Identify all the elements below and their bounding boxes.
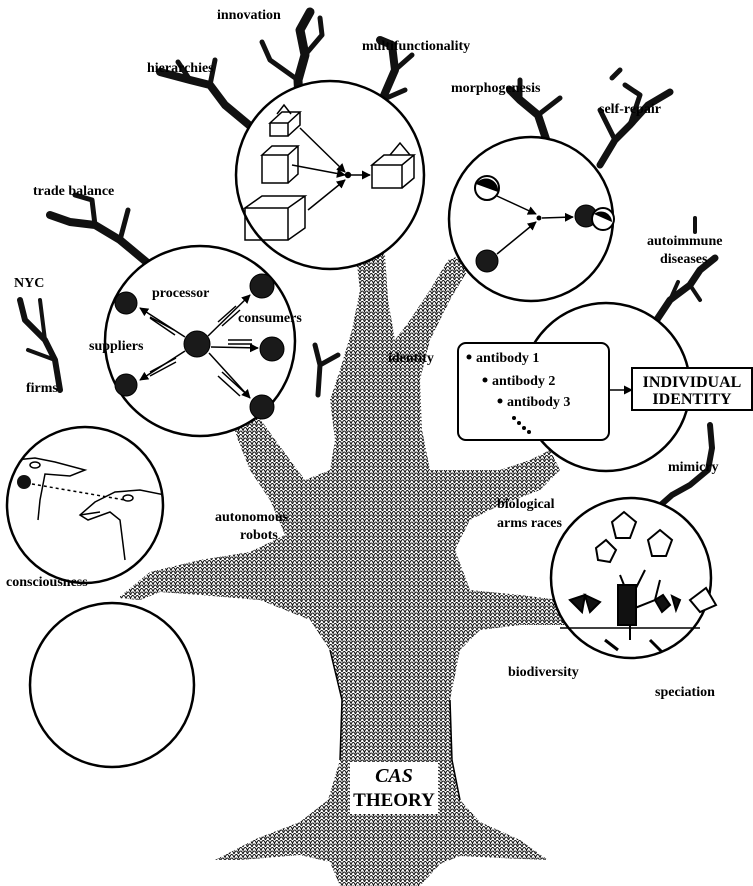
label-identity: identity <box>388 351 434 366</box>
label-biodiversity: biodiversity <box>508 665 579 680</box>
label-innovation: innovation <box>217 8 281 23</box>
label-suppliers: suppliers <box>89 339 144 354</box>
consciousness-circle <box>5 425 165 585</box>
supplier-consumer-network <box>114 273 285 420</box>
flowers-insects-illustration <box>560 510 718 654</box>
label-consumers: consumers <box>238 311 302 326</box>
antibody-list-box: antibody 1 antibody 2 antibody 3 <box>457 342 633 441</box>
individual-identity-line2: IDENTITY <box>652 391 732 408</box>
label-autonomous: autonomous <box>215 510 289 525</box>
biodiversity-circle <box>549 496 718 660</box>
label-nyc: NYC <box>14 276 44 291</box>
antibody-3: antibody 3 <box>507 395 570 410</box>
individual-identity-box: INDIVIDUAL IDENTITY <box>631 367 753 411</box>
label-arms-races: arms races <box>497 516 562 531</box>
label-multifunctionality: multifunctionality <box>362 39 470 54</box>
branch-labels: innovation multifunctionality hierarchie… <box>6 8 722 700</box>
tree-trunk <box>118 222 580 886</box>
label-hierarchies: hierarchies <box>147 61 214 76</box>
individual-identity-line1: INDIVIDUAL <box>643 374 742 391</box>
label-processor: processor <box>152 286 209 301</box>
antibody-1: antibody 1 <box>476 351 539 366</box>
label-speciation: speciation <box>655 685 715 700</box>
label-trade-balance: trade balance <box>33 184 114 199</box>
particle-binding-illustration <box>474 175 615 273</box>
robot-circle <box>28 601 196 769</box>
label-morphogenesis: morphogenesis <box>451 81 541 96</box>
label-firms: firms <box>26 381 58 396</box>
innovation-circle <box>234 79 426 271</box>
cube-blocks-illustration <box>242 103 417 241</box>
label-diseases: diseases <box>660 252 708 267</box>
tree-twigs <box>17 7 719 513</box>
cas-theory-badge: CAS THEORY <box>350 762 438 814</box>
ellipsis-dots <box>512 416 531 434</box>
label-autoimmune: autoimmune <box>647 234 722 249</box>
label-self-repair: self-repair <box>599 102 661 117</box>
title-cas: CAS <box>375 765 413 787</box>
label-robots: robots <box>240 528 278 543</box>
label-consciousness: consciousness <box>6 575 88 590</box>
antibody-2: antibody 2 <box>492 374 555 389</box>
title-theory: THEORY <box>353 790 435 811</box>
label-biological: biological <box>497 497 555 512</box>
morphogenesis-circle <box>447 135 615 303</box>
label-mimicry: mimicry <box>668 460 719 475</box>
trade-network-circle <box>103 244 297 438</box>
